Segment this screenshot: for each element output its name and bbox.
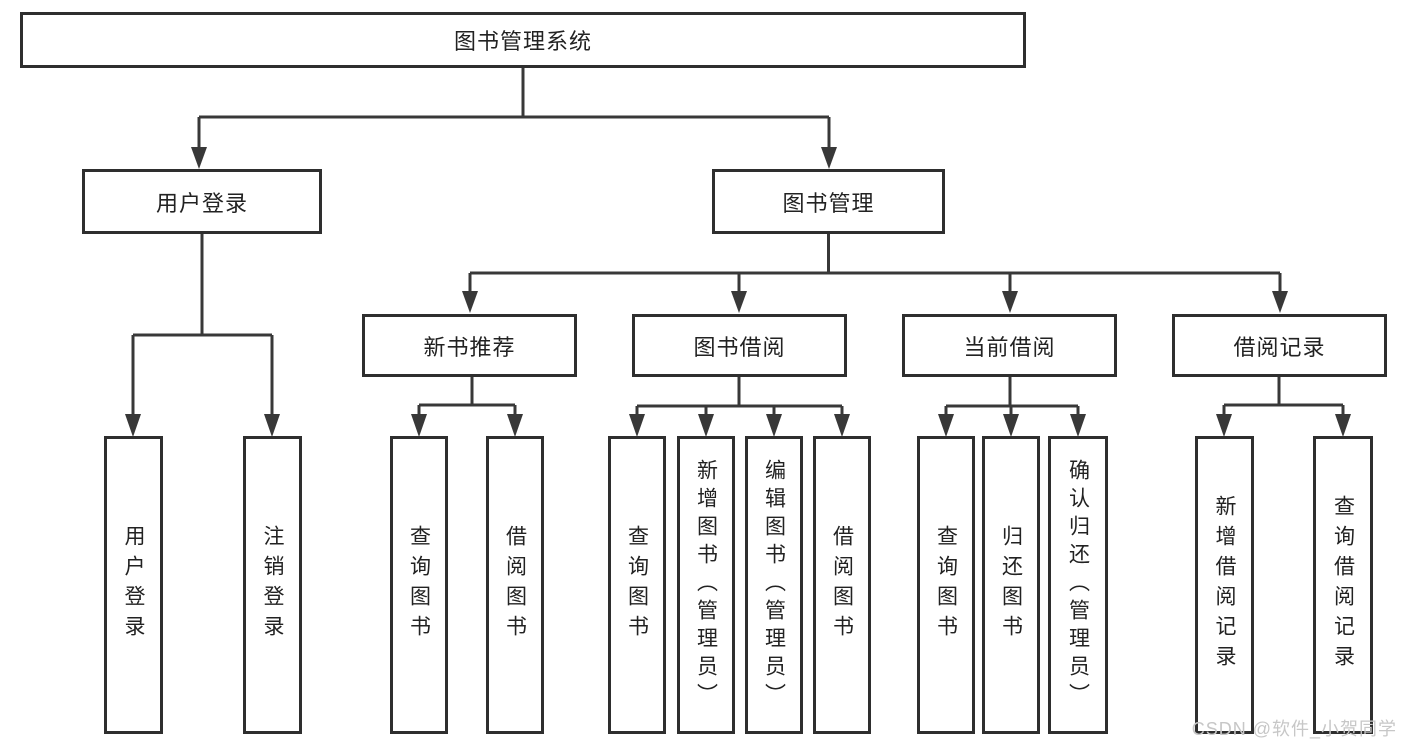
node-book-management: 图书管理 (712, 169, 945, 234)
arrow-icon (1272, 291, 1288, 313)
node-borrow-books-1: 借阅图书 (486, 436, 544, 734)
node-label: 查询图书 (625, 525, 649, 645)
arrow-icon (731, 291, 747, 313)
node-label: 查询图书 (407, 525, 431, 645)
csdn-watermark: CSDN @软件_小贺同学 (1191, 719, 1397, 739)
node-label: 当前借阅 (963, 334, 1056, 360)
node-label: 借阅图书 (830, 525, 854, 645)
arrow-icon (834, 414, 850, 437)
arrow-icon (766, 414, 782, 437)
node-label: 借阅图书 (503, 525, 527, 645)
node-label: 图书借阅 (693, 334, 786, 360)
node-label: 新增图书（管理员） (694, 459, 718, 711)
arrow-icon (821, 147, 837, 169)
node-label: 图书管理 (782, 190, 875, 216)
arrow-icon (1002, 291, 1018, 313)
node-label: 编辑图书（管理员） (762, 459, 786, 711)
arrow-icon (1003, 414, 1019, 437)
node-label: 图书管理系统 (453, 29, 592, 54)
node-query-books-2: 查询图书 (608, 436, 666, 734)
node-borrow-books-2: 借阅图书 (813, 436, 871, 734)
node-borrowing-records: 借阅记录 (1172, 314, 1387, 377)
node-label: 查询借阅记录 (1331, 495, 1355, 675)
node-label: 新书推荐 (423, 334, 516, 360)
arrow-icon (411, 414, 427, 437)
arrow-icon (507, 414, 523, 437)
tree-skeleton-lines (131, 68, 1345, 416)
arrow-icon (1335, 414, 1351, 437)
node-user-login-group: 用户登录 (82, 169, 322, 234)
node-logout: 注销登录 (243, 436, 302, 734)
arrow-icon (1216, 414, 1232, 437)
node-add-books-admin: 新增图书（管理员） (677, 436, 735, 734)
arrow-icon (264, 414, 280, 437)
arrowheads (125, 147, 1351, 437)
arrow-icon (125, 414, 141, 437)
node-return-books: 归还图书 (982, 436, 1040, 734)
node-label: 用户登录 (155, 190, 248, 216)
node-add-borrow-record: 新增借阅记录 (1195, 436, 1254, 734)
node-library-management-system: 图书管理系统 (20, 12, 1026, 68)
node-label: 确认归还（管理员） (1066, 459, 1090, 711)
node-book-borrowing: 图书借阅 (632, 314, 847, 377)
node-current-borrowing: 当前借阅 (902, 314, 1117, 377)
node-label: 查询图书 (934, 525, 958, 645)
node-query-books-3: 查询图书 (917, 436, 975, 734)
arrow-icon (698, 414, 714, 437)
node-new-book-recommendation: 新书推荐 (362, 314, 577, 377)
node-query-borrow-record: 查询借阅记录 (1313, 436, 1373, 734)
node-label: 借阅记录 (1233, 334, 1326, 360)
arrow-icon (938, 414, 954, 437)
node-user-login: 用户登录 (104, 436, 163, 734)
arrow-icon (462, 291, 478, 313)
arrow-icon (191, 147, 207, 169)
node-query-books-1: 查询图书 (390, 436, 448, 734)
node-label: 用户登录 (122, 525, 145, 645)
node-confirm-return-admin: 确认归还（管理员） (1048, 436, 1108, 734)
arrow-icon (1070, 414, 1086, 437)
arrow-icon (629, 414, 645, 437)
node-label: 新增借阅记录 (1213, 495, 1236, 675)
node-label: 注销登录 (261, 525, 284, 645)
node-edit-books-admin: 编辑图书（管理员） (745, 436, 803, 734)
node-label: 归还图书 (999, 525, 1023, 645)
